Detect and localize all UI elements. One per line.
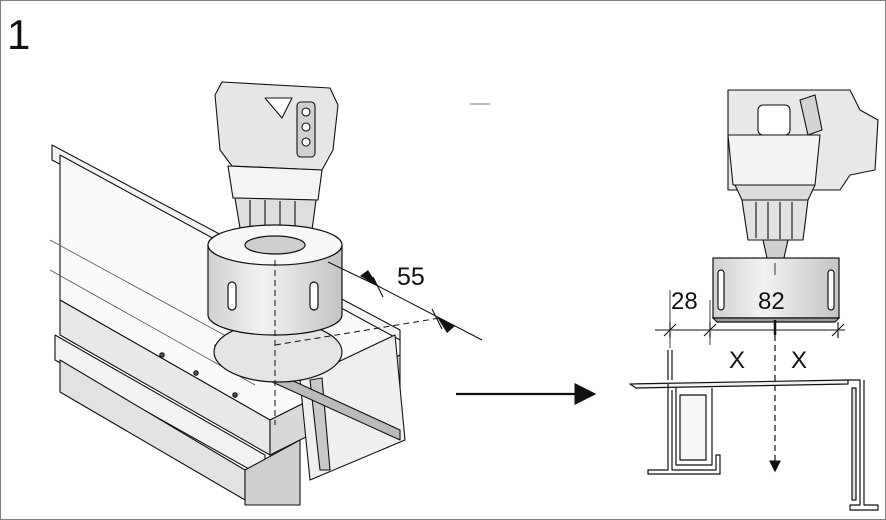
hole-saw-icon [207, 224, 343, 336]
offset-dimension-55 [327, 261, 483, 341]
hole-diameter-label-82: 82 [758, 288, 785, 315]
right-view: 28 82 X X [629, 89, 879, 511]
edge-offset-label-28: 28 [671, 288, 698, 315]
width-dimension-line [655, 290, 845, 348]
offset-label-55: 55 [397, 263, 425, 291]
spacing-label-left: X [729, 347, 745, 374]
spacing-label-right: X [791, 347, 807, 374]
left-view: 55 [49, 81, 483, 506]
hole-saw-icon [711, 257, 841, 335]
profile-cross-section [629, 350, 879, 511]
step-number: 1 [7, 11, 31, 58]
drill-icon [214, 81, 339, 231]
hole-axis-line [274, 317, 441, 346]
drill-icon [727, 89, 879, 259]
